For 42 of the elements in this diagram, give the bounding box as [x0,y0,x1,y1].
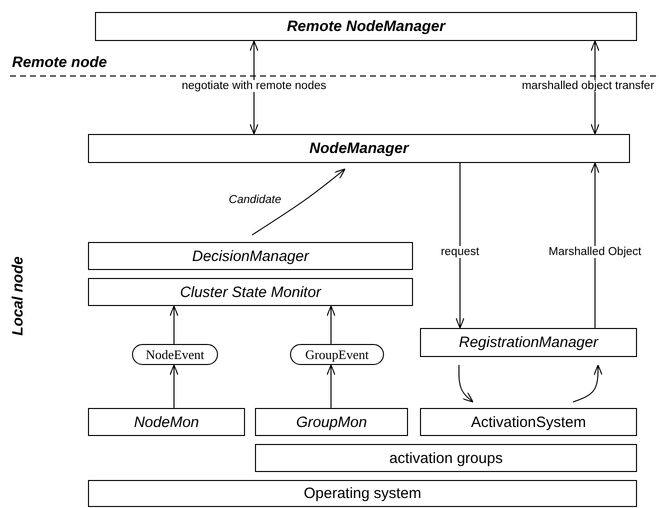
arrow [572,364,603,402]
arrow [250,40,258,134]
component-box [420,328,637,357]
edge-label: request [440,246,480,258]
arrow [170,364,178,408]
region-label: Local node [10,256,26,336]
arrow [326,306,336,344]
component-box [95,12,637,41]
arrow [590,162,600,328]
arrow [456,162,464,328]
node-label: GroupEvent [305,346,369,362]
arrow [458,364,474,402]
event-pill [132,344,218,365]
node-label: RegistrationManager [458,334,598,351]
component-box [88,278,413,306]
event-pill [290,344,384,365]
edge-label: Candidate [228,194,282,206]
component-box [88,408,245,436]
edge-label: marshalled object transfer [520,80,656,92]
arrow [170,306,178,344]
node-label: Remote NodeManager [286,18,446,35]
node-label: NodeManager [309,140,409,157]
node-label: Operating system [304,485,422,502]
node-label: GroupMon [296,414,367,430]
arrow [590,40,600,134]
component-box [88,242,413,270]
arrow [252,168,346,236]
node-label: DecisionManager [192,248,309,264]
component-box [420,408,637,436]
edge-label: Marshalled Object [548,246,642,258]
edge-label: negotiate with remote nodes [180,80,328,92]
arrow [326,364,336,408]
node-label: ActivationSystem [470,414,586,430]
region-label: Remote node [12,54,108,71]
component-box [88,134,630,163]
component-box [255,408,408,436]
node-label: activation groups [389,450,503,466]
node-label: NodeMon [134,414,200,430]
node-label: NodeEvent [146,346,204,362]
node-label: Cluster State Monitor [180,284,321,300]
component-box [88,480,637,507]
component-box [255,444,637,472]
